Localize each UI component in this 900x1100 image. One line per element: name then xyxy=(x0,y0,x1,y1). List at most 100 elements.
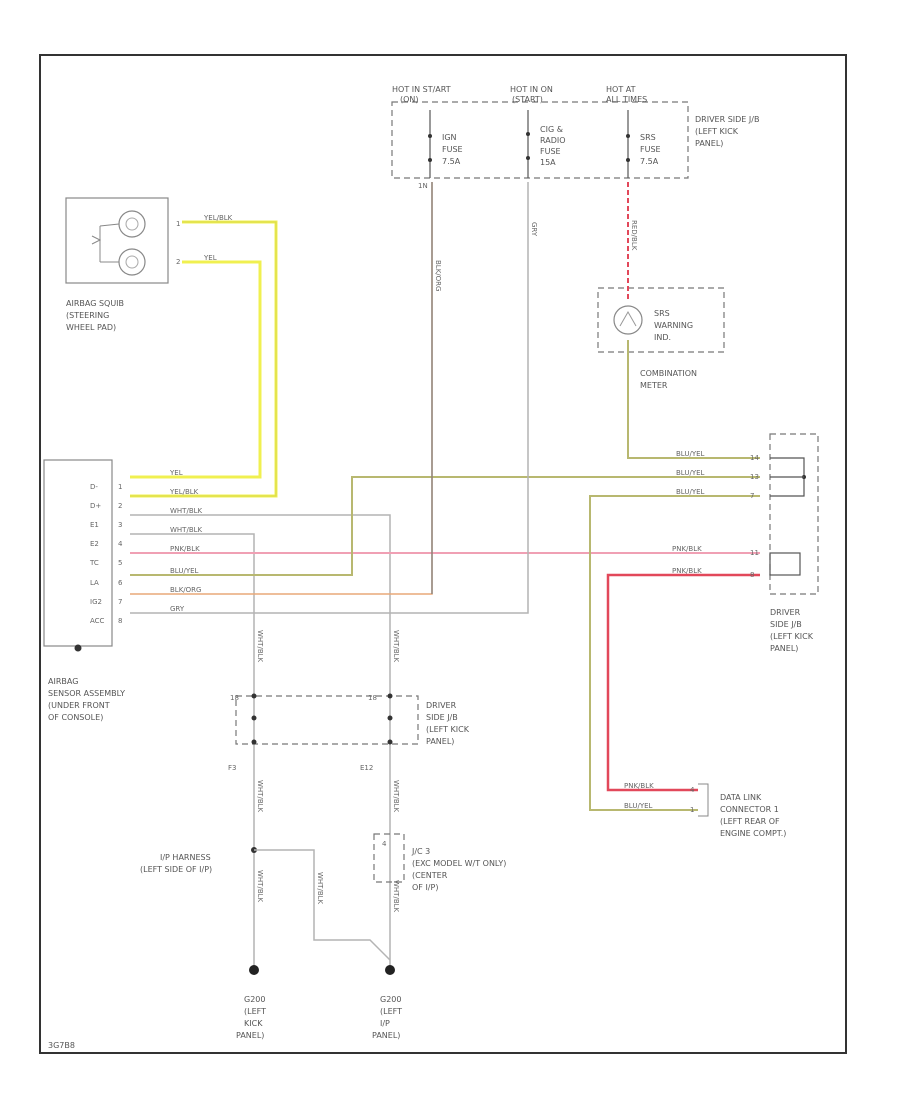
sensor-ground-dot xyxy=(74,644,82,652)
svg-text:SRS: SRS xyxy=(640,133,656,142)
frame-code: 3G7B8 xyxy=(48,1041,75,1050)
wire-label-wht-blk-e2: WHT/BLK xyxy=(170,526,203,534)
hot-b-label: HOT IN ON xyxy=(510,85,553,94)
diagram-frame xyxy=(39,54,847,1054)
srs-fuse: SRS FUSE 7.5A xyxy=(626,110,661,178)
sensor-pin-acc: ACC xyxy=(90,617,105,625)
wire-pnk-blk-dlc xyxy=(606,573,760,792)
wire-label-v4: WHT/BLK xyxy=(392,780,400,813)
conn-e12: E12 xyxy=(360,764,373,772)
jb-top-label-1: DRIVER SIDE J/B xyxy=(695,115,759,124)
jb-mid-dot-r2 xyxy=(387,715,393,721)
jc-label-1: J/C 3 xyxy=(411,847,430,856)
jb-mid-dot-l3 xyxy=(251,739,257,745)
wire-label-pnk-blk-2: PNK/BLK xyxy=(672,567,702,575)
jc-label-4: OF I/P) xyxy=(412,883,438,892)
jb-c3: 7 xyxy=(750,492,754,500)
wire-yel-squib xyxy=(130,260,262,479)
sensor-pin-tc: TC xyxy=(89,559,99,567)
wire-label-blk-org: BLK/ORG xyxy=(170,586,201,594)
squib-pin-2: 2 xyxy=(176,258,180,266)
jb-mid-dot-l2 xyxy=(251,715,257,721)
svg-text:15A: 15A xyxy=(540,158,556,167)
wire-blu-yel-la xyxy=(130,476,760,576)
wire-label-v1: WHT/BLK xyxy=(256,630,264,663)
jb-mid-pin-r: 18 xyxy=(368,694,377,702)
wire-gry-acc xyxy=(130,182,529,614)
hot-a-label: HOT IN ST/ART xyxy=(392,85,451,94)
jb-mid-pin-l: 18 xyxy=(230,694,239,702)
squib-pin-1: 1 xyxy=(176,220,180,228)
conn-1n: 1N xyxy=(418,182,428,190)
hot-c-label-2: ALL TIMES xyxy=(606,95,647,104)
wire-label-wht-blk-e1: WHT/BLK xyxy=(170,507,203,515)
g2-label-1: G200 xyxy=(380,995,401,1004)
warn-label-3: IND. xyxy=(654,333,671,342)
sensor-pin-number: 1 xyxy=(118,483,122,491)
jb-c2: 13 xyxy=(750,473,759,481)
sensor-label-3: (UNDER FRONT xyxy=(48,701,110,710)
wire-label-pnk-blk-dlc: PNK/BLK xyxy=(624,782,654,790)
hot-b-label-2: (START) xyxy=(512,95,543,104)
warning-lamp-filament xyxy=(619,310,637,327)
sensor-pin-d: D- xyxy=(90,483,98,491)
ip-harness-label-2: (LEFT SIDE OF I/P) xyxy=(140,865,212,874)
dlc-label-2: CONNECTOR 1 xyxy=(720,805,779,814)
jb-mid-dot-r3 xyxy=(387,739,393,745)
squib-box xyxy=(65,197,169,284)
sensor-pin-d: D+ xyxy=(90,502,101,510)
wire-ip-harness-branch xyxy=(254,849,391,961)
jb-right-label-4: PANEL) xyxy=(770,644,798,653)
dlc-label-3: (LEFT REAR OF xyxy=(720,817,780,826)
warn-label-1: SRS xyxy=(654,309,670,318)
squib-label-1: AIRBAG SQUIB xyxy=(66,299,124,308)
wire-label-blu-yel-lamp: BLU/YEL xyxy=(676,450,705,458)
sensor-pin-ig2: IG2 xyxy=(90,598,102,606)
squib-label-3: WHEEL PAD) xyxy=(66,323,116,332)
wire-label-v5: WHT/BLK xyxy=(256,870,264,903)
svg-text:7.5A: 7.5A xyxy=(640,157,659,166)
ground-g200-kick xyxy=(249,965,259,975)
jb-mid-dot-l1 xyxy=(251,693,257,699)
wire-blu-yel-dlc xyxy=(589,495,760,811)
sensor-pin-number: 6 xyxy=(118,579,123,587)
g1-label-3: KICK xyxy=(244,1019,263,1028)
wire-label-red-blk: RED/BLK xyxy=(630,220,638,251)
conn-f3: F3 xyxy=(228,764,236,772)
jb-mid-dot-r1 xyxy=(387,693,393,699)
wire-label-pnk-blk-tc: PNK/BLK xyxy=(170,545,200,553)
sensor-pin-number: 4 xyxy=(118,540,123,548)
wire-wht-blk-e2 xyxy=(130,533,255,972)
hot-c-label: HOT AT xyxy=(606,85,636,94)
wire-label-v6: WHT/BLK xyxy=(392,880,400,913)
jb-c4: 11 xyxy=(750,549,759,557)
wire-label-blk-org-vert: BLK/ORG xyxy=(434,260,442,291)
sensor-label-2: SENSOR ASSEMBLY xyxy=(48,689,125,698)
wire-yel-blk-squib-edge xyxy=(130,221,277,497)
g2-label-4: PANEL) xyxy=(372,1031,400,1040)
wire-label-blu-yel-dlc: BLU/YEL xyxy=(624,802,653,810)
warn-label-2: WARNING xyxy=(654,321,693,330)
ground-g200-ip xyxy=(385,965,395,975)
jb-right-box xyxy=(769,433,819,595)
combination-meter-box xyxy=(597,287,725,353)
fuse-box xyxy=(391,101,689,179)
g1-label-1: G200 xyxy=(244,995,265,1004)
wire-label-v7: WHT/BLK xyxy=(316,872,324,905)
jb-mid-label-1: DRIVER xyxy=(426,701,457,710)
jb-right-label-3: (LEFT KICK xyxy=(770,632,814,641)
wire-label-gry: GRY xyxy=(170,605,185,613)
sensor-label-1: AIRBAG xyxy=(48,677,78,686)
dlc-pin-4: 4 xyxy=(690,786,695,794)
jb-right-pnk-link xyxy=(769,552,801,576)
squib-icon xyxy=(91,210,146,276)
wire-label-gry-vert: GRY xyxy=(530,222,538,237)
svg-text:7.5A: 7.5A xyxy=(442,157,461,166)
sensor-label-4: OF CONSOLE) xyxy=(48,713,103,722)
jc3-box xyxy=(373,833,405,883)
jb-c1: 14 xyxy=(750,454,759,462)
squib-label-2: (STEERING xyxy=(66,311,109,320)
g1-label-2: (LEFT xyxy=(244,1007,266,1016)
